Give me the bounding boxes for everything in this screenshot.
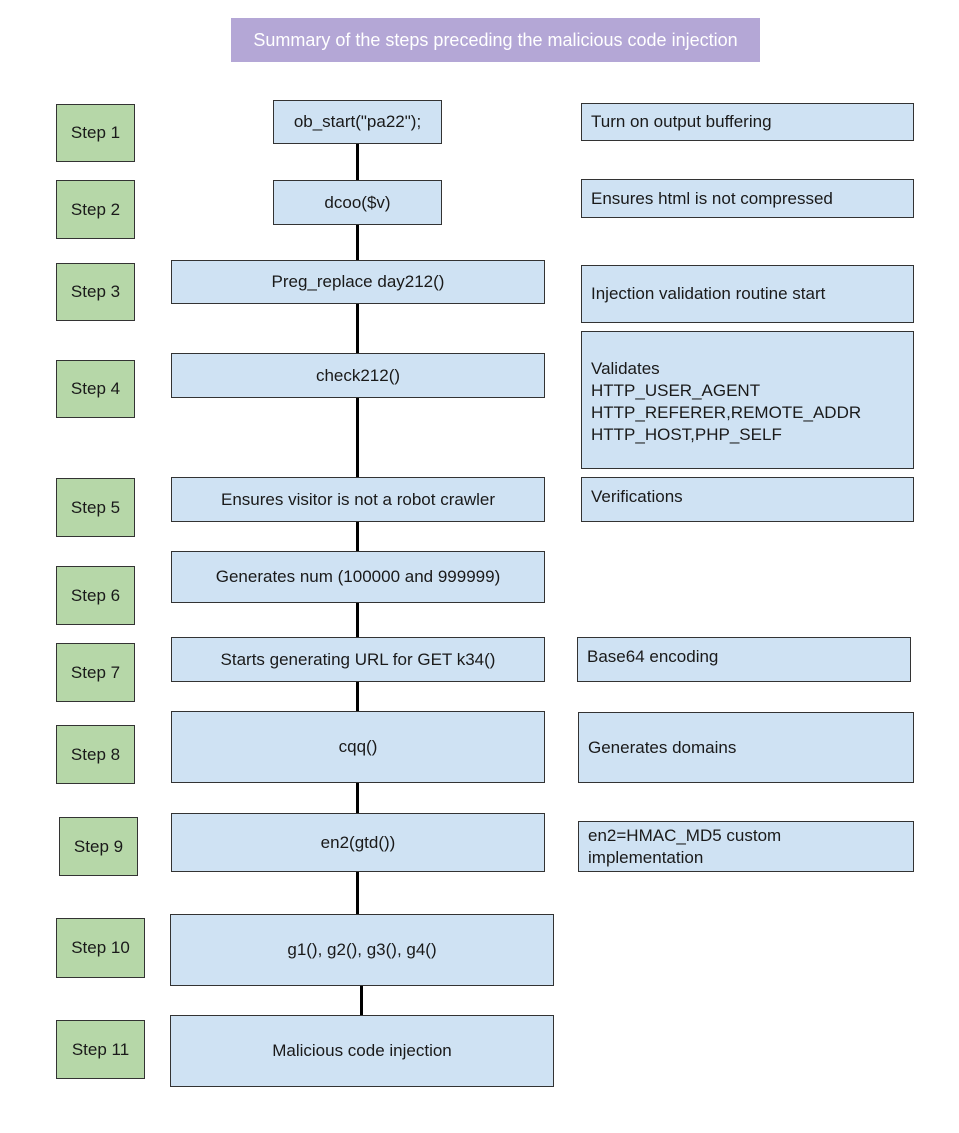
note-step-2-text: Ensures html is not compressed: [591, 188, 833, 208]
note-step-2: Ensures html is not compressed: [581, 179, 914, 218]
note-step-7: Base64 encoding: [577, 637, 911, 682]
flow-box-5: Ensures visitor is not a robot crawler: [171, 477, 545, 522]
connector-10-11: [360, 985, 363, 1016]
note-step-7-text: Base64 encoding: [587, 646, 719, 666]
flow-box-9: en2(gtd()): [171, 813, 545, 872]
step-label-9: Step 9: [59, 817, 138, 876]
note-step-9-line-1: en2=HMAC_MD5 custom: [588, 825, 782, 845]
flow-box-11: Malicious code injection: [170, 1015, 554, 1087]
connector-7-8: [356, 681, 359, 712]
note-step-5: Verifications: [581, 477, 914, 522]
note-step-1-text: Turn on output buffering: [591, 112, 772, 131]
step-label-1: Step 1: [56, 104, 135, 162]
flow-box-7: Starts generating URL for GET k34(): [171, 637, 545, 682]
connector-1-2: [356, 143, 359, 181]
note-step-4-line-1: Validates: [591, 359, 660, 378]
step-label-2: Step 2: [56, 180, 135, 239]
note-step-5-text: Verifications: [591, 486, 683, 506]
note-step-3-text: Injection validation routine start: [591, 284, 826, 303]
diagram-title: Summary of the steps preceding the malic…: [231, 18, 760, 62]
note-step-4-line-2: HTTP_USER_AGENT: [591, 381, 761, 400]
connector-5-6: [356, 521, 359, 552]
note-step-9-line-2: implementation: [588, 847, 704, 867]
note-step-4: Validates HTTP_USER_AGENT HTTP_REFERER,R…: [581, 331, 914, 469]
note-step-9: en2=HMAC_MD5 custom implementation: [578, 821, 914, 872]
note-step-4-line-4: HTTP_HOST,PHP_SELF: [591, 425, 782, 444]
step-label-7: Step 7: [56, 643, 135, 702]
step-label-4: Step 4: [56, 360, 135, 418]
flow-box-1: ob_start("pa22");: [273, 100, 442, 144]
note-step-4-line-3: HTTP_REFERER,REMOTE_ADDR: [591, 403, 862, 422]
flow-box-10: g1(), g2(), g3(), g4(): [170, 914, 554, 986]
note-step-1: Turn on output buffering: [581, 103, 914, 141]
step-label-8: Step 8: [56, 725, 135, 784]
note-step-8-text: Generates domains: [588, 737, 737, 757]
flow-box-6: Generates num (100000 and 999999): [171, 551, 545, 603]
connector-4-5: [356, 397, 359, 478]
flow-box-2: dcoo($v): [273, 180, 442, 225]
flow-box-8: cqq(): [171, 711, 545, 783]
step-label-11: Step 11: [56, 1020, 145, 1079]
flow-box-4: check212(): [171, 353, 545, 398]
connector-8-9: [356, 782, 359, 814]
step-label-6: Step 6: [56, 566, 135, 625]
step-label-5: Step 5: [56, 478, 135, 537]
note-step-8: Generates domains: [578, 712, 914, 783]
note-step-3: Injection validation routine start: [581, 265, 914, 323]
flow-box-3: Preg_replace day212(): [171, 260, 545, 304]
connector-6-7: [356, 602, 359, 638]
step-label-10: Step 10: [56, 918, 145, 978]
step-label-3: Step 3: [56, 263, 135, 321]
connector-2-3: [356, 224, 359, 261]
connector-3-4: [356, 303, 359, 354]
connector-9-10: [356, 871, 359, 916]
